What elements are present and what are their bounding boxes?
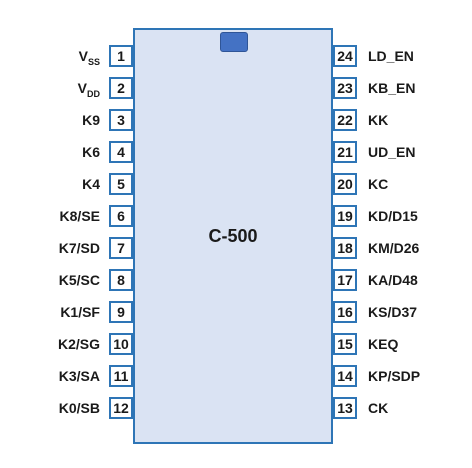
pin-1-label: VSS <box>79 45 100 67</box>
pin-19-number: 19 <box>333 205 357 227</box>
pin-18-label: KM/D26 <box>368 237 419 259</box>
pin-14-label: KP/SDP <box>368 365 420 387</box>
pin-10-number: 10 <box>109 333 133 355</box>
pin-14-number: 14 <box>333 365 357 387</box>
pin-17-number: 17 <box>333 269 357 291</box>
pin-23-label: KB_EN <box>368 77 415 99</box>
pin-3-label-text: K9 <box>82 112 100 128</box>
pin-5-label: K4 <box>82 173 100 195</box>
pin-8-label-text: K5/SC <box>58 272 100 288</box>
chip-name: C-500 <box>208 226 258 246</box>
pin-7-number: 7 <box>109 237 133 259</box>
pin-20-label-text: KC <box>368 176 389 192</box>
pin-1-label-subscript: SS <box>87 57 100 67</box>
pin-20-label: KC <box>368 173 388 195</box>
pin-7-label: K7/SD <box>59 237 100 259</box>
pin-8-number: 8 <box>109 269 133 291</box>
pin-17-label-text: KA/D48 <box>368 272 418 288</box>
pin-7-label-text: K7/SD <box>58 240 100 256</box>
pin-6-label: K8/SE <box>60 205 100 227</box>
pin-1-number: 1 <box>109 45 133 67</box>
pin-24-number: 24 <box>333 45 357 67</box>
pin-3-number: 3 <box>109 109 133 131</box>
pin-22-label-text: KK <box>368 112 389 128</box>
pin-11-label-text: K3/SA <box>58 368 100 384</box>
pin-12-label-text: K0/SB <box>58 400 100 416</box>
pin-21-label-text: UD_EN <box>368 144 416 160</box>
pin-19-label: KD/D15 <box>368 205 418 227</box>
pin-4-label: K6 <box>82 141 100 163</box>
pin-5-label-text: K4 <box>82 176 100 192</box>
pin-9-number: 9 <box>109 301 133 323</box>
pin-2-label: VDD <box>78 77 100 99</box>
pin-5-number: 5 <box>109 173 133 195</box>
pin-8-label: K5/SC <box>59 269 100 291</box>
pin-18-label-text: KM/D26 <box>368 240 420 256</box>
pin-21-number: 21 <box>333 141 357 163</box>
pin-12-label: K0/SB <box>59 397 100 419</box>
pin-14-label-text: KP/SDP <box>368 368 421 384</box>
pin-2-label-subscript: DD <box>87 89 100 99</box>
pin-16-label: KS/D37 <box>368 301 417 323</box>
pin-24-label: LD_EN <box>368 45 414 67</box>
pin-15-label: KEQ <box>368 333 398 355</box>
pin-2-number: 2 <box>109 77 133 99</box>
pin-15-label-text: KEQ <box>368 336 399 352</box>
pin-6-number: 6 <box>109 205 133 227</box>
pin-23-number: 23 <box>333 77 357 99</box>
pin-13-label: CK <box>368 397 388 419</box>
pin-23-label-text: KB_EN <box>368 80 416 96</box>
pin-6-label-text: K8/SE <box>59 208 100 224</box>
pin-10-label-text: K2/SG <box>57 336 100 352</box>
pin-10-label: K2/SG <box>58 333 100 355</box>
pin-18-number: 18 <box>333 237 357 259</box>
pin-16-number: 16 <box>333 301 357 323</box>
pin-13-label-text: CK <box>368 400 389 416</box>
pin-4-label-text: K6 <box>82 144 100 160</box>
pin-24-label-text: LD_EN <box>368 48 414 64</box>
pin-19-label-text: KD/D15 <box>368 208 418 224</box>
pin-12-number: 12 <box>109 397 133 419</box>
pin-1-label-text: V <box>78 48 88 64</box>
pin-4-number: 4 <box>109 141 133 163</box>
pin-16-label-text: KS/D37 <box>368 304 418 320</box>
pin-3-label: K9 <box>82 109 100 131</box>
pin-11-label: K3/SA <box>59 365 100 387</box>
pin-11-number: 11 <box>109 365 133 387</box>
chip-body: C-500 <box>133 28 333 444</box>
pin-20-number: 20 <box>333 173 357 195</box>
pin-15-number: 15 <box>333 333 357 355</box>
pin-9-label-text: K1/SF <box>60 304 100 320</box>
pin-13-number: 13 <box>333 397 357 419</box>
pin-2-label-text: V <box>77 80 87 96</box>
pin-22-label: KK <box>368 109 388 131</box>
pin-9-label: K1/SF <box>60 301 100 323</box>
pin-17-label: KA/D48 <box>368 269 418 291</box>
orientation-notch <box>220 32 248 52</box>
pin-21-label: UD_EN <box>368 141 415 163</box>
pin-22-number: 22 <box>333 109 357 131</box>
